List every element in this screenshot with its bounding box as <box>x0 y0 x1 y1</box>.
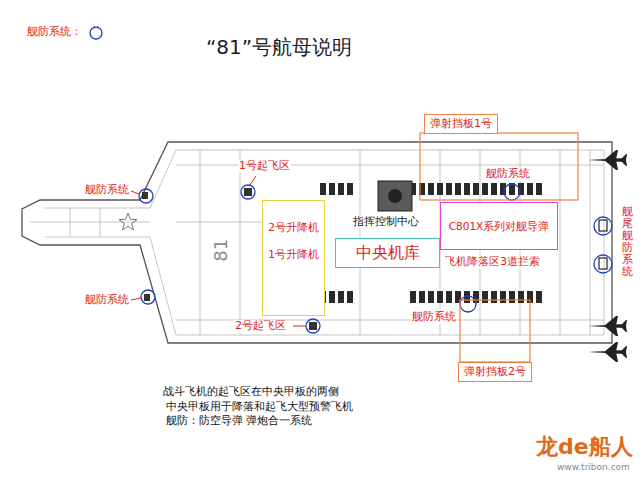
zone-label: 2号起飞区 <box>234 320 287 333</box>
defense-mount <box>144 294 150 301</box>
deck-grid <box>30 150 604 335</box>
node-text: 1号升降机 <box>268 248 319 261</box>
node-text: 中央机库 <box>356 243 420 262</box>
missile-box: C801X系列对舰导弹 <box>440 202 558 250</box>
defense-mount <box>599 220 607 231</box>
node-text: C801X系列对舰导弹 <box>449 220 550 233</box>
fighter-plane <box>588 316 627 336</box>
node-text: 2号升降机 <box>268 221 319 234</box>
defense-label: 舰尾舰防系统 <box>622 205 633 280</box>
launch-marker <box>244 188 252 196</box>
defense-label: 舰防系统 <box>485 168 531 181</box>
page-title: “81”号航母说明 <box>205 36 353 59</box>
defense-circle <box>241 185 255 199</box>
fighter-plane <box>588 342 627 362</box>
fighter-plane <box>588 150 627 170</box>
note-text: 中央甲板用于降落和起飞大型预警飞机 <box>165 401 354 414</box>
defense-mount <box>142 192 148 199</box>
defense-mount <box>599 258 607 269</box>
zone-label: 飞机降落区3道拦索 <box>444 256 541 269</box>
zone-label: 1号起飞区 <box>238 160 291 173</box>
watermark: 龙de船人 <box>535 434 634 459</box>
node-text: 弹射挡板2号 <box>464 365 526 378</box>
defense-label: 舰防系统 <box>84 294 130 307</box>
legend-text: 舰防系统： <box>26 26 83 39</box>
defense-label: 舰防系统 <box>84 184 130 197</box>
bow-star <box>119 213 137 230</box>
defense-label: 舰防系统 <box>411 311 457 324</box>
defense-circle <box>594 217 612 235</box>
note-text: 舰防：防空导弹 弹炮合一系统 <box>165 415 314 428</box>
hull-outline <box>22 142 612 343</box>
command-island <box>378 181 412 211</box>
elevator-box: 2号升降机 1号升降机 <box>262 200 325 316</box>
part-label: 指挥控制中心 <box>352 216 420 229</box>
node-text: 弹射挡板1号 <box>430 117 492 130</box>
launch-cells <box>320 183 353 195</box>
deck-number: 81 <box>211 238 232 263</box>
defense-circle <box>306 319 320 333</box>
defense-circle <box>141 290 155 304</box>
catapult-bracket <box>420 133 578 200</box>
defense-circle <box>594 255 612 273</box>
hangar-box: 中央机库 <box>335 238 440 268</box>
launch-cells <box>410 291 545 303</box>
note-text: 战斗飞机的起飞区在中央甲板的两侧 <box>162 386 340 399</box>
defense-circle <box>139 189 153 203</box>
catapult-label-box: 弹射挡板1号 <box>424 114 498 134</box>
catapult-label-box: 弹射挡板2号 <box>458 362 532 382</box>
command-radar <box>388 189 402 203</box>
defense-circle <box>504 184 520 200</box>
launch-marker <box>309 322 317 330</box>
launch-cells <box>410 183 545 195</box>
defense-circle <box>460 296 476 312</box>
legend-circle <box>90 27 102 39</box>
catapult-bracket <box>460 300 530 362</box>
watermark: www.tribon.com <box>556 462 631 472</box>
